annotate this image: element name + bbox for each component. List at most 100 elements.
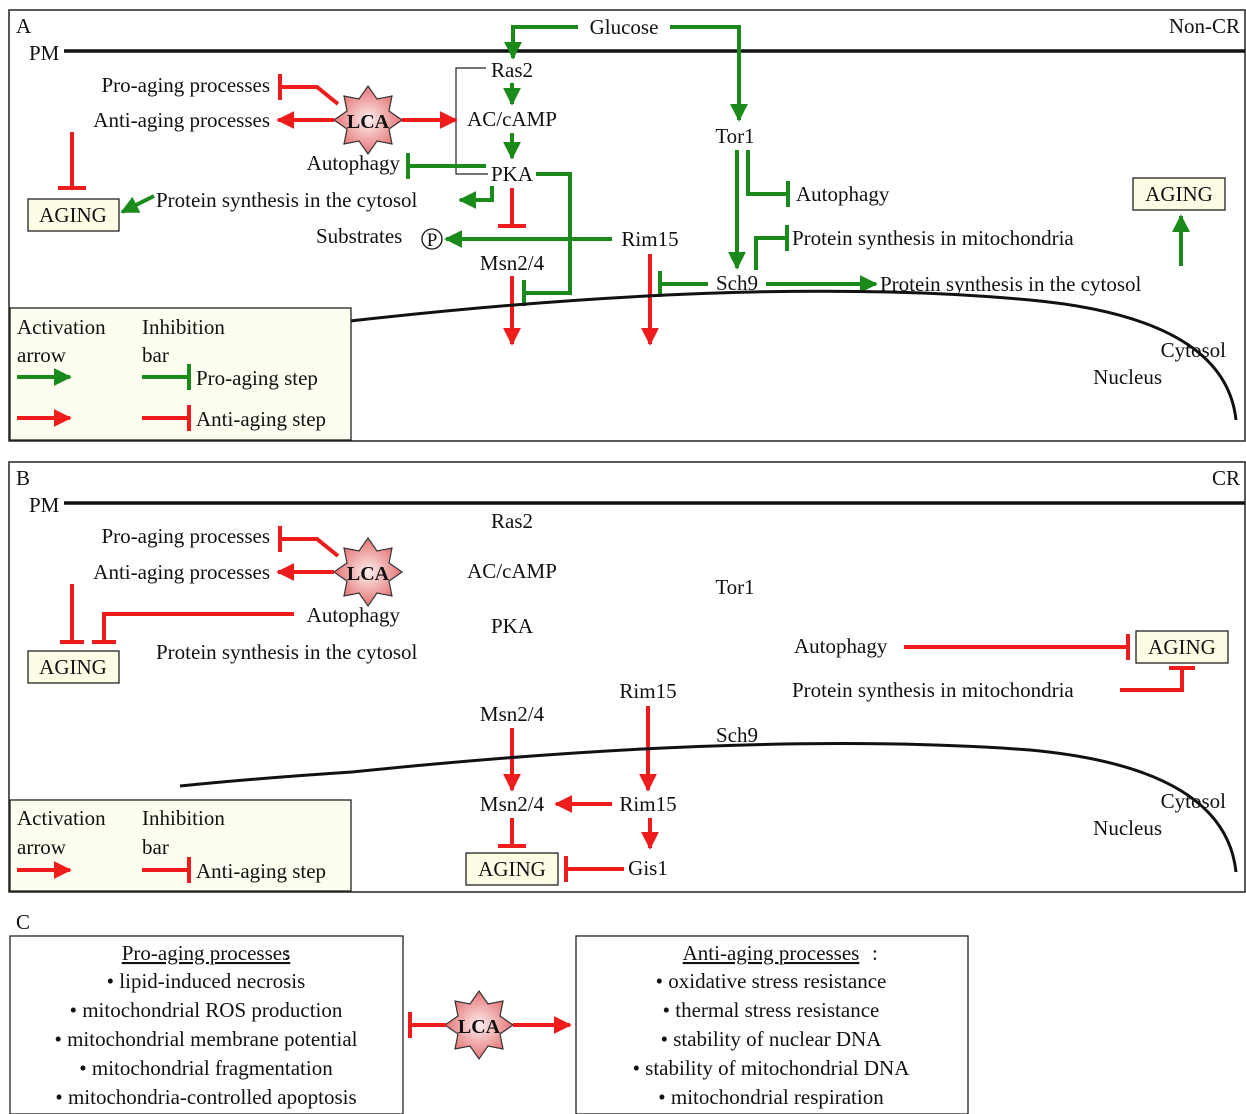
- pro-aging-box: [9, 935, 404, 1114]
- pro-item-2: • mitochondrial ROS production: [70, 998, 343, 1022]
- nucleus-label-b: Nucleus: [1093, 816, 1162, 840]
- legend-bar-a: bar: [142, 343, 169, 367]
- anti-item-3: • stability of nuclear DNA: [661, 1027, 883, 1051]
- panel-c: C Pro-aging processes : • lipid-induced …: [9, 910, 969, 1114]
- glucose-label: Glucose: [590, 15, 659, 39]
- tor1-label-b: Tor1: [715, 575, 754, 599]
- pka-to-protein-synthesis-arrow: [458, 186, 494, 209]
- aging-box-nuclear-b: [465, 852, 559, 886]
- rim15-top-b: Rim15: [619, 679, 676, 703]
- anti-item-5: • mitochondrial respiration: [658, 1085, 884, 1109]
- autophagy-left-a: Autophagy: [307, 151, 401, 175]
- msn24-top-b: Msn2/4: [480, 702, 545, 726]
- lca-inhibits-pro-aging-b: [280, 537, 340, 558]
- legend-anti-step-a: Anti-aging step: [196, 407, 326, 431]
- protein-cytosol-left-b: Protein synthesis in the cytosol: [156, 640, 417, 664]
- lca-inhibits-pro-aging: [280, 85, 340, 106]
- anti-item-1: • oxidative stress resistance: [656, 969, 887, 993]
- pm-label: PM: [29, 41, 60, 65]
- pro-aging-label-a: Pro-aging processes: [101, 73, 270, 97]
- panel-b-label: B: [16, 466, 30, 490]
- protein-synthesis-to-aging-arrow: [120, 194, 155, 214]
- rim15-label-a: Rim15: [621, 227, 678, 251]
- aging-right-b: AGING: [1148, 635, 1216, 659]
- nuclear-envelope-a: [349, 289, 1238, 421]
- panel-a-label: A: [16, 14, 32, 38]
- glucose-to-ras2-arrow: [504, 25, 578, 60]
- legend-pro-step-a: Pro-aging step: [196, 366, 318, 390]
- aging-nuclear-b: AGING: [478, 857, 546, 881]
- rim15-nuclear-b: Rim15: [619, 792, 676, 816]
- legend-inhibition-a: Inhibition: [142, 315, 225, 339]
- panel-c-label: C: [16, 910, 30, 934]
- aging-box-left-b: [27, 650, 120, 684]
- nuclear-envelope-b: [351, 742, 1238, 873]
- msn24-label-a: Msn2/4: [480, 251, 545, 275]
- lca-label-a: LCA: [347, 111, 390, 133]
- legend-inhibition-b: Inhibition: [142, 806, 225, 830]
- aging-box-right-a: [1132, 177, 1226, 211]
- lca-label-c: LCA: [458, 1016, 501, 1038]
- anti-aging-colon: :: [872, 941, 878, 965]
- pm-label-b: PM: [29, 493, 60, 517]
- nuclear-envelope-b-left: [179, 770, 353, 788]
- aging-left-b: AGING: [39, 655, 107, 679]
- pka-label-b: PKA: [491, 614, 534, 638]
- tor1-label-a: Tor1: [715, 124, 754, 148]
- aging-box-right-b: [1135, 630, 1229, 664]
- anti-aging-label-b: Anti-aging processes: [93, 560, 270, 584]
- phospho-label: P: [427, 230, 438, 251]
- cytosol-label-b: Cytosol: [1161, 789, 1227, 813]
- anti-item-2: • thermal stress resistance: [663, 998, 880, 1022]
- anti-aging-box: [575, 935, 969, 1114]
- gis1-label: Gis1: [628, 856, 668, 880]
- aging-right-a: AGING: [1145, 182, 1213, 206]
- autophagy-right-b: Autophagy: [794, 634, 888, 658]
- cytosol-label-a: Cytosol: [1161, 338, 1227, 362]
- sch9-label-b: Sch9: [716, 723, 758, 747]
- legend-anti-step-b: Anti-aging step: [196, 859, 326, 883]
- pka-inhibits-msn24-nuclear: [524, 172, 572, 295]
- pka-label: PKA: [491, 162, 534, 186]
- glucose-to-tor1-arrow: [670, 25, 748, 122]
- lca-label-b: LCA: [347, 563, 390, 585]
- lca-star-c: [443, 989, 515, 1061]
- legend-activation-b: Activation: [17, 806, 106, 830]
- ras2-label-b: Ras2: [491, 509, 533, 533]
- nucleus-label-a: Nucleus: [1093, 365, 1162, 389]
- aging-left-a: AGING: [39, 203, 107, 227]
- pro-aging-colon: :: [284, 941, 290, 965]
- pro-aging-title: Pro-aging processes: [122, 941, 291, 965]
- aging-box-left-a: [27, 198, 120, 232]
- pro-item-3: • mitochondrial membrane potential: [54, 1027, 357, 1051]
- autophagy-left-b: Autophagy: [307, 603, 401, 627]
- condition-label-b: CR: [1212, 466, 1240, 490]
- legend-bar-b: bar: [142, 835, 169, 859]
- phospho-circle: [421, 228, 443, 250]
- anti-item-4: • stability of mitochondrial DNA: [633, 1056, 911, 1080]
- ac-camp-label-b: AC/cAMP: [467, 559, 557, 583]
- protein-mito-inhibits-aging-b: [1120, 668, 1184, 692]
- ac-camp-label: AC/cAMP: [467, 107, 557, 131]
- autophagy-inhibits-aging-b: [102, 612, 294, 642]
- legend-arrow-a: arrow: [17, 343, 67, 367]
- autophagy-right-a: Autophagy: [796, 182, 890, 206]
- substrates-label: Substrates: [316, 224, 402, 248]
- panel-b: B CR PM Ras2 AC/cAMP PKA Tor1 Sch9 LCA P…: [8, 461, 1246, 893]
- legend-activation-a: Activation: [17, 315, 106, 339]
- lca-star-a: [332, 84, 404, 156]
- legend-arrow-b: arrow: [17, 835, 67, 859]
- panel-a: A Non-CR PM Glucose Ras2 AC/cAMP PKA LCA…: [8, 9, 1246, 442]
- pro-item-4: • mitochondrial fragmentation: [79, 1056, 333, 1080]
- pro-item-1: • lipid-induced necrosis: [107, 969, 306, 993]
- ras2-label: Ras2: [491, 58, 533, 82]
- condition-label: Non-CR: [1169, 14, 1240, 38]
- glucose-bg: [580, 14, 670, 40]
- tor1-inhibits-autophagy: [746, 150, 788, 196]
- protein-mito-a: Protein synthesis in mitochondria: [792, 226, 1074, 250]
- anti-aging-title: Anti-aging processes: [683, 941, 860, 965]
- sch9-inhibits-protein-mito: [754, 236, 787, 270]
- protein-cytosol-left-a: Protein synthesis in the cytosol: [156, 188, 417, 212]
- pro-aging-label-b: Pro-aging processes: [101, 524, 270, 548]
